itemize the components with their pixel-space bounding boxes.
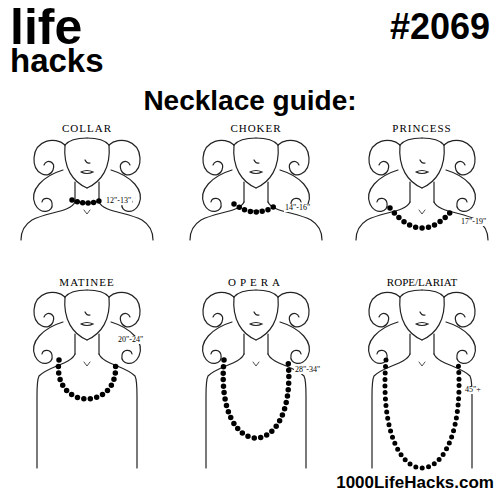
body xyxy=(372,354,472,468)
figure xyxy=(203,290,310,468)
bead-necklace xyxy=(58,360,115,399)
length-range: 28"-34" xyxy=(294,366,321,374)
shoulders xyxy=(356,202,488,240)
head xyxy=(34,138,141,214)
length-range: 20"-24" xyxy=(117,336,144,344)
necklace-style: COLLAR xyxy=(62,123,112,134)
bead-necklace xyxy=(385,360,459,468)
figure xyxy=(369,290,476,468)
length-range: 45"+ xyxy=(464,386,482,394)
necklace-style: CHOKER xyxy=(230,123,281,134)
shoulders xyxy=(190,202,322,240)
bead-necklace xyxy=(234,204,278,212)
length-range: 14"-16" xyxy=(284,204,311,212)
figure xyxy=(356,138,488,240)
figure xyxy=(190,138,322,240)
head xyxy=(369,290,476,366)
necklace-style: MATINEE xyxy=(59,277,114,288)
issue-number: #2069 xyxy=(390,9,490,45)
length-range: 17"-19" xyxy=(460,218,487,226)
necklace-style: OPERA xyxy=(228,277,284,288)
necklace-style: ROPE/LARIAT xyxy=(387,277,457,288)
shoulders xyxy=(21,202,153,240)
necklace-style: PRINCESS xyxy=(392,123,451,134)
bead-necklace xyxy=(72,200,102,203)
head xyxy=(34,290,141,366)
head xyxy=(203,138,310,214)
head xyxy=(369,138,476,214)
body xyxy=(37,354,137,468)
figure xyxy=(34,290,141,468)
logo-text: hacks xyxy=(10,44,104,77)
bead-necklace xyxy=(223,360,289,438)
length-range: 12"-13" xyxy=(105,197,132,205)
bead-necklace xyxy=(390,208,454,228)
head xyxy=(203,290,310,366)
title: Necklace guide: xyxy=(143,87,356,115)
body xyxy=(206,354,306,468)
website: 1000LifeHacks.com xyxy=(336,474,494,491)
figure xyxy=(21,138,153,240)
